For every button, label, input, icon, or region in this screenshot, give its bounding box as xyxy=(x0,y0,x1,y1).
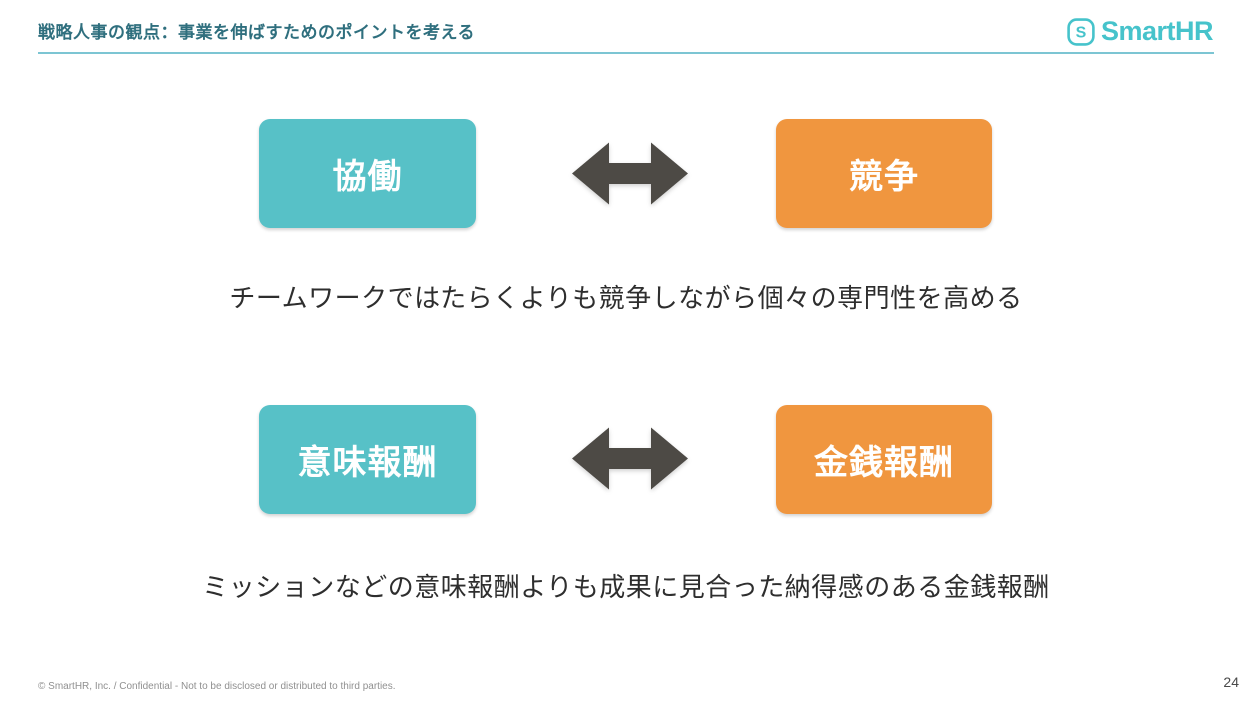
smarthr-logo-icon: S xyxy=(1067,17,1095,46)
caption-row-2: ミッションなどの意味報酬よりも成果に見合った納得感のある金銭報酬 xyxy=(202,572,1050,602)
double-arrow-icon xyxy=(572,141,688,206)
smarthr-logo-text: SmartHR xyxy=(1100,16,1214,46)
smarthr-logo: S SmartHR xyxy=(1067,16,1214,47)
header-divider xyxy=(38,52,1214,54)
svg-text:S: S xyxy=(1076,24,1087,41)
concept-box-meaning-reward: 意味報酬 xyxy=(259,405,476,514)
confidential-note: © SmartHR, Inc. / Confidential - Not to … xyxy=(38,681,396,692)
double-arrow-icon xyxy=(572,426,688,491)
concept-box-collaboration: 協働 xyxy=(259,119,476,228)
concept-box-monetary-reward: 金銭報酬 xyxy=(776,405,992,514)
page-number: 24 xyxy=(1223,674,1239,690)
concept-box-competition: 競争 xyxy=(776,119,992,228)
slide-title: 戦略人事の観点：事業を伸ばすためのポイントを考える xyxy=(38,23,475,42)
caption-row-1: チームワークではたらくよりも競争しながら個々の専門性を高める xyxy=(229,283,1023,313)
